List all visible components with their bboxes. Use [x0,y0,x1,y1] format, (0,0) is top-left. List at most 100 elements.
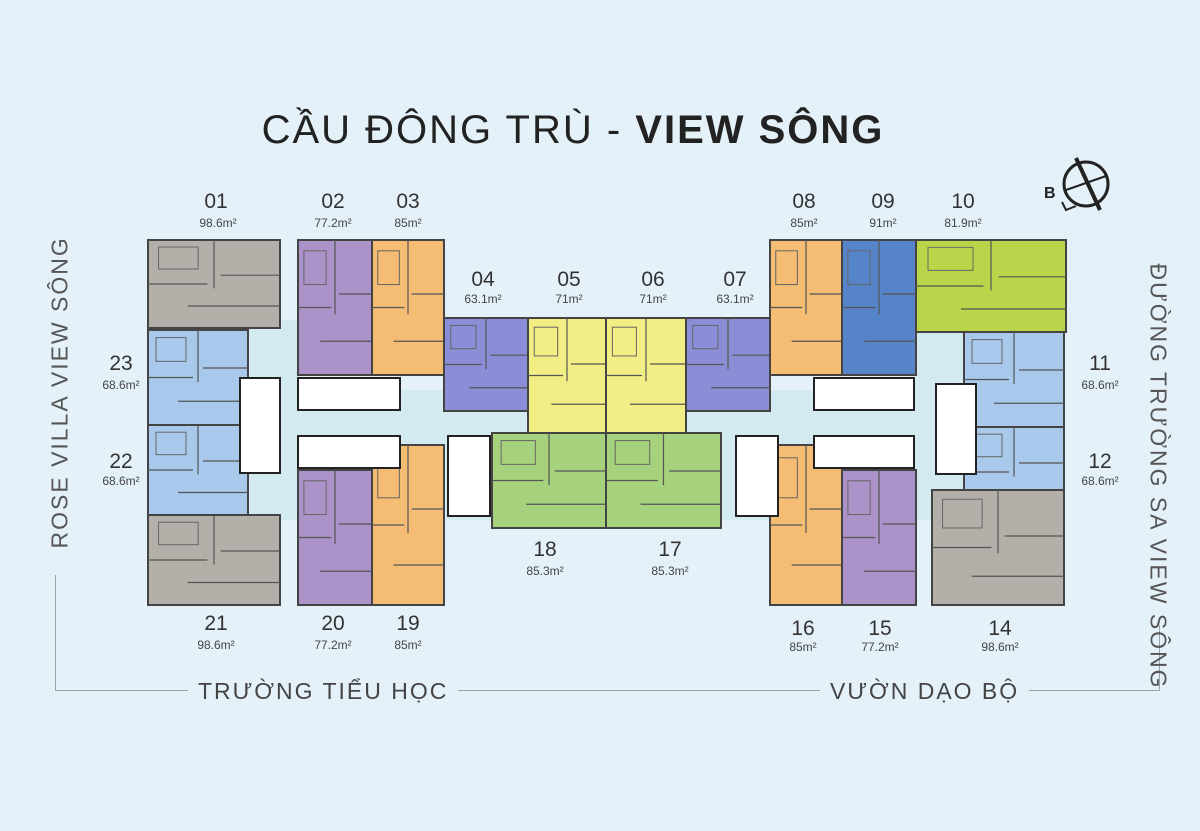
bed-shape [158,521,199,546]
bottom-left-label: TRƯỜNG TIỂU HỌC [188,678,459,705]
core-8 [735,435,779,517]
unit-number-02: 02 [321,190,345,213]
unit-area-10: 81.9m² [944,216,982,230]
bottom-right-label: VƯỜN DẠO BỘ [820,678,1030,705]
unit-number-21: 21 [204,612,228,635]
bed-shape [942,498,983,529]
unit-number-19: 19 [396,612,420,635]
unit-number-10: 10 [951,190,975,213]
unit-07[interactable] [685,317,771,412]
unit-number-12: 12 [1088,450,1112,473]
unit-area-05: 71m² [555,292,583,306]
unit-number-15: 15 [868,617,892,640]
unit-area-07: 63.1m² [716,292,754,306]
unit-22[interactable] [147,424,249,516]
unit-area-12: 68.6m² [1081,474,1119,488]
bed-shape [303,480,327,516]
unit-17[interactable] [605,432,722,529]
bed-shape [450,324,477,350]
bottom-border-line [55,690,1160,691]
unit-area-04: 63.1m² [464,292,502,306]
unit-area-18: 85.3m² [526,564,564,578]
bed-shape [614,440,651,465]
unit-20[interactable] [297,469,373,606]
unit-number-03: 03 [396,190,420,213]
unit-number-14: 14 [988,617,1012,640]
unit-number-06: 06 [641,268,665,291]
unit-area-11: 68.6m² [1081,378,1119,392]
bed-shape [971,339,1003,364]
unit-10[interactable] [915,239,1067,333]
unit-number-07: 07 [723,268,747,291]
core-2 [297,435,401,469]
bed-shape [611,326,637,357]
unit-03[interactable] [371,239,445,376]
unit-area-09: 91m² [869,216,897,230]
bed-shape [847,250,871,286]
plan-title: CẦU ĐÔNG TRÙ - VIEW SÔNG [0,108,1146,153]
unit-area-06: 71m² [639,292,667,306]
bed-shape [155,431,187,456]
bed-shape [158,246,199,270]
core-7 [935,383,977,475]
unit-area-20: 77.2m² [314,638,352,652]
unit-area-22: 68.6m² [102,474,140,488]
bed-shape [775,250,798,286]
title-main: CẦU ĐÔNG TRÙ - [261,108,636,152]
unit-number-09: 09 [871,190,895,213]
unit-area-23: 68.6m² [102,378,140,392]
unit-area-08: 85m² [790,216,818,230]
compass-icon: B [1040,150,1120,225]
bed-shape [377,250,400,286]
unit-11[interactable] [963,331,1065,428]
bed-shape [927,246,974,271]
unit-number-08: 08 [792,190,816,213]
unit-number-16: 16 [791,617,815,640]
unit-number-17: 17 [658,538,682,561]
unit-area-02: 77.2m² [314,216,352,230]
unit-number-04: 04 [471,268,495,291]
unit-15[interactable] [841,469,917,606]
unit-number-11: 11 [1089,352,1111,375]
core-4 [447,435,491,517]
bed-shape [692,324,719,350]
core-1 [297,377,401,411]
unit-05[interactable] [527,317,607,434]
unit-number-01: 01 [204,190,228,213]
unit-02[interactable] [297,239,373,376]
unit-number-23: 23 [109,352,133,375]
unit-number-18: 18 [533,538,557,561]
bed-shape [533,326,559,357]
left-border-line [55,575,56,690]
bed-shape [155,337,187,362]
unit-number-22: 22 [109,450,133,473]
bed-shape [500,440,536,465]
unit-18[interactable] [491,432,607,529]
unit-14[interactable] [931,489,1065,606]
unit-number-05: 05 [557,268,581,291]
unit-08[interactable] [769,239,843,376]
unit-19[interactable] [371,444,445,606]
unit-21[interactable] [147,514,281,606]
unit-area-15: 77.2m² [861,640,899,654]
unit-06[interactable] [605,317,687,434]
unit-01[interactable] [147,239,281,329]
unit-area-21: 98.6m² [197,638,235,652]
bed-shape [847,480,871,516]
unit-area-17: 85.3m² [651,564,689,578]
unit-16[interactable] [769,444,843,606]
right-border-line [1159,625,1160,691]
unit-09[interactable] [841,239,917,376]
title-highlight: VIEW SÔNG [635,108,885,152]
unit-area-16: 85m² [789,640,817,654]
bed-shape [303,250,327,286]
unit-04[interactable] [443,317,529,412]
unit-23[interactable] [147,329,249,426]
unit-area-03: 85m² [394,216,422,230]
unit-number-20: 20 [321,612,345,635]
core-3 [239,377,281,474]
compass-north-label: B [1044,185,1056,202]
unit-area-01: 98.6m² [199,216,237,230]
core-6 [813,435,915,469]
